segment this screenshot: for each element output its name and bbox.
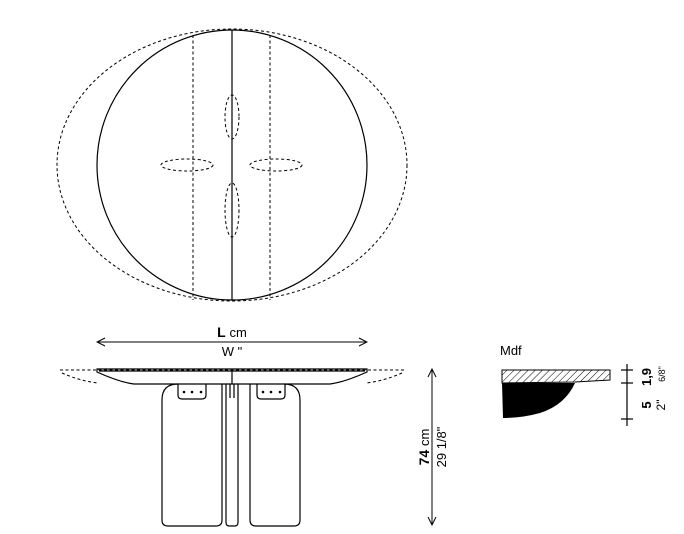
leg-right [249,383,301,527]
mdf-hatched-layer [501,369,611,384]
width-label: W " [222,344,243,359]
height-label: 74 cm [416,429,432,466]
leg-footprint-right [249,158,303,172]
material-label: Mdf [500,343,522,358]
height-inches-label: 29 1/8" [434,426,449,467]
screw-icon [182,390,186,394]
table-top-side [96,368,368,385]
top-thickness-cm: 1,9 [639,368,654,386]
leg-footprint-bottom [224,182,240,238]
bracket-left [177,384,207,400]
leg-center [225,384,239,527]
edge-section: Mdf 1,9 6/8" 5 2" [500,343,668,426]
screw-icon [278,390,282,394]
top-view [56,28,408,302]
extended-outline [56,28,408,302]
edge-depth-cm: 5 [639,401,654,408]
top-thickness-in: 6/8" [657,366,667,382]
screw-icon [190,390,194,394]
leg-left [161,383,223,527]
leg-footprint-top [224,94,240,140]
bracket-right [256,384,286,400]
screw-icon [261,390,265,394]
side-view: L cm W " 74 cm 29 1/8" [60,324,449,527]
screw-icon [199,390,203,394]
length-label: L cm [217,324,247,340]
screw-icon [269,390,273,394]
leg-footprint-left [160,158,214,172]
edge-depth-in: 2" [654,400,668,411]
edge-profile-solid [502,383,575,418]
